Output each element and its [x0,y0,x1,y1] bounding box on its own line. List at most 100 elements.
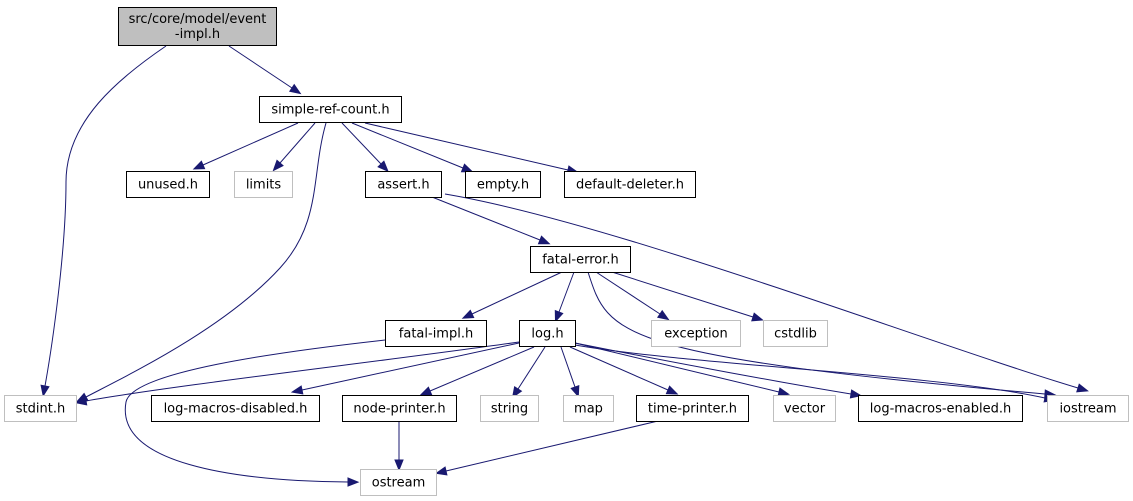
node-exception: exception [651,320,741,347]
node-assert[interactable]: assert.h [365,171,442,198]
node-box [530,246,631,273]
arrowhead-icon [537,235,551,245]
edge-line [444,193,1079,389]
node-label: unused.h [138,178,198,193]
node-box [763,320,828,347]
edge-line [471,271,563,315]
arrowhead-icon [656,309,670,321]
node-iostream: iostream [1047,395,1129,422]
node-fatal-impl[interactable]: fatal-impl.h [385,320,487,347]
edge-line [85,122,327,398]
node-label: vector [784,402,826,417]
node-box [151,395,320,422]
node-box [519,320,576,347]
node-event-impl[interactable]: src/core/model/event-impl.h [118,7,277,46]
node-log-macros-disabled[interactable]: log-macros-disabled.h [151,395,320,422]
node-box [563,395,614,422]
node-label: exception [664,327,728,342]
node-label: src/core/model/event [129,12,267,27]
arrowhead-icon [347,477,360,487]
node-log[interactable]: log.h [519,320,576,347]
node-box [360,469,437,496]
arrowhead-icon [377,160,389,173]
edge-line [202,122,299,166]
edge-line [445,420,659,472]
edge-time-printer-to-ostream [434,420,659,476]
node-fatal-error[interactable]: fatal-error.h [530,246,631,273]
edge-line [44,45,167,387]
arrowhead-icon [461,309,475,319]
edge-fatal-error-to-fatal-impl [461,271,563,319]
edge-log-to-map [560,346,580,398]
node-box [773,395,836,422]
edge-line [569,346,669,391]
node-label: -impl.h [175,27,220,42]
edge-line [558,271,575,313]
node-label: default-deleter.h [576,178,684,193]
arrowhead-icon [434,466,448,476]
node-default-deleter[interactable]: default-deleter.h [564,171,696,198]
node-label: iostream [1059,402,1116,417]
node-box [636,395,749,422]
node-box [126,171,210,198]
node-stdint: stdint.h [4,395,77,422]
edge-node-printer-to-ostream [394,421,404,472]
edge-line [574,342,780,393]
edge-line [560,346,576,388]
node-unused[interactable]: unused.h [126,171,210,198]
arrowhead-icon [460,163,474,173]
edge-simple-ref-count-to-default-deleter [364,122,580,175]
node-label: log-macros-enabled.h [870,402,1011,417]
arrowhead-icon [394,459,404,472]
edge-event-impl-to-simple-ref-count [228,45,302,95]
arrowhead-icon [570,384,580,398]
edge-line [124,339,386,483]
edge-simple-ref-count-to-unused [192,122,299,170]
node-box [342,395,457,422]
node-box [480,395,539,422]
node-label: ostream [372,476,426,491]
edge-event-impl-to-stdint [40,45,167,398]
node-label: fatal-error.h [542,253,619,268]
edge-log-to-log-macros-disabled [290,342,520,395]
node-ostream: ostream [360,469,437,496]
arrowhead-icon [777,387,791,397]
node-box [234,171,293,198]
node-box [1047,395,1129,422]
edge-assert-to-iostream [444,193,1089,393]
arrowhead-icon [554,309,564,323]
node-label: map [574,402,603,417]
edge-line [595,271,661,315]
node-time-printer[interactable]: time-printer.h [636,395,749,422]
node-box [465,171,541,198]
edge-line [429,346,535,392]
node-box [858,395,1023,422]
node-box [259,96,402,123]
node-box [4,395,77,422]
node-node-printer[interactable]: node-printer.h [342,395,457,422]
node-map: map [563,395,614,422]
node-label: simple-ref-count.h [271,103,389,118]
node-vector: vector [773,395,836,422]
edge-log-to-time-printer [569,346,679,395]
node-box [651,320,741,347]
arrowhead-icon [1076,383,1089,393]
node-simple-ref-count[interactable]: simple-ref-count.h [259,96,402,123]
edge-fatal-error-to-exception [595,271,670,321]
edge-line [611,271,754,318]
edge-line [228,45,293,89]
arrowhead-icon [751,312,764,322]
node-box [365,171,442,198]
node-label: limits [246,178,282,193]
node-log-macros-enabled[interactable]: log-macros-enabled.h [858,395,1023,422]
node-empty[interactable]: empty.h [465,171,541,198]
node-label: string [491,402,528,417]
node-label: time-printer.h [648,402,737,417]
arrowhead-icon [272,159,284,172]
edge-fatal-error-to-cstdlib [611,271,764,322]
edge-line [301,342,520,391]
node-label: log-macros-disabled.h [164,402,308,417]
node-box [564,171,696,198]
node-label: empty.h [477,178,529,193]
